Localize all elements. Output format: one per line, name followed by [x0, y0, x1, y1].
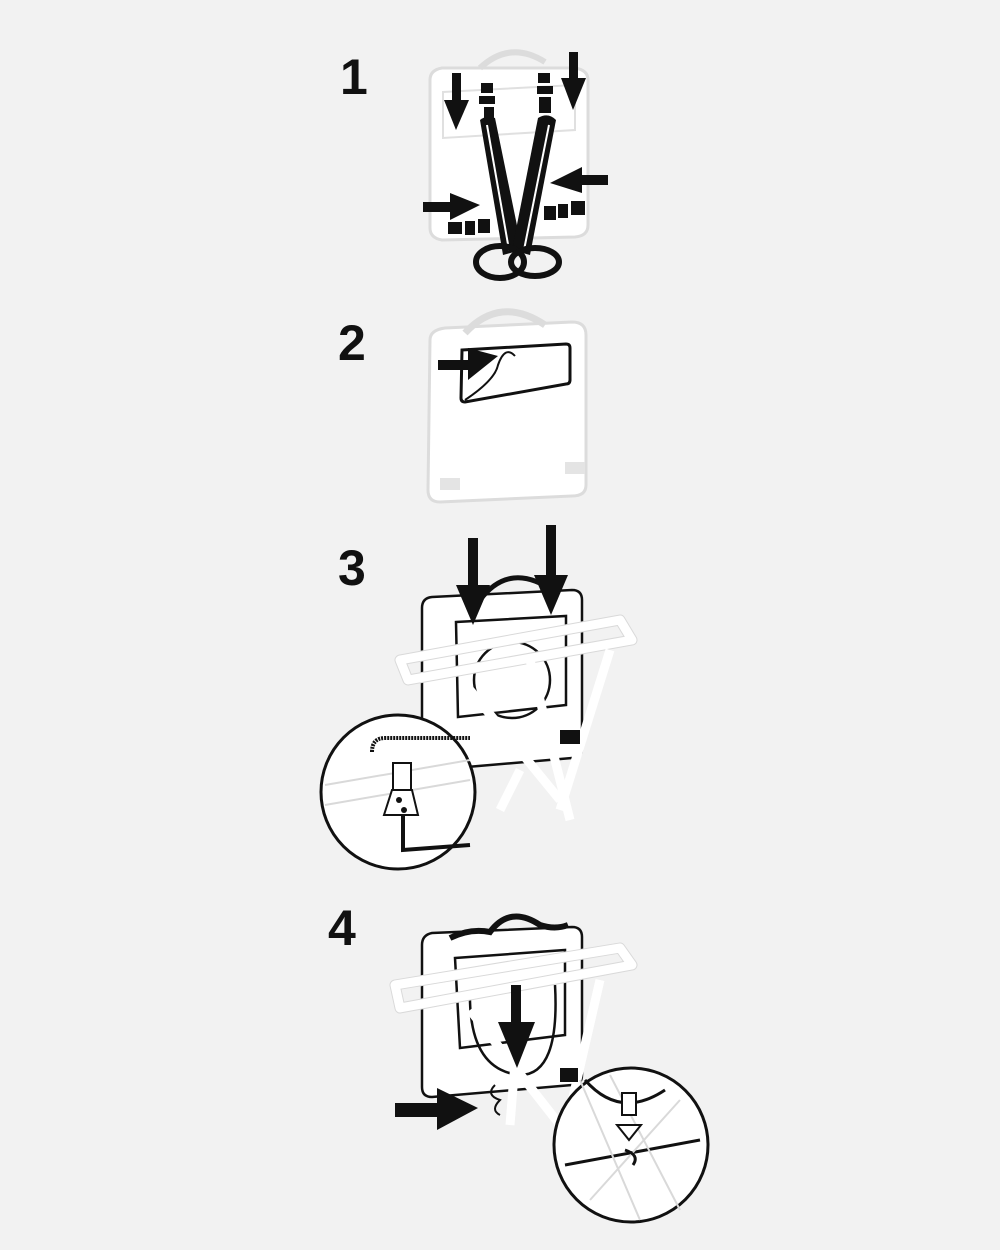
buckle-icon: [479, 73, 553, 121]
arrow-icon: [395, 985, 535, 1130]
magnified-inset: [552, 1066, 710, 1224]
magnified-inset: [319, 713, 477, 871]
step-1-illustration: [423, 49, 608, 281]
step-number: 2: [338, 315, 366, 371]
bike-rack: [394, 614, 638, 822]
step-number: 4: [328, 900, 356, 956]
arrow-icon: [438, 348, 498, 380]
arrow-icon: [456, 525, 568, 625]
arrow-icon: [423, 52, 608, 220]
step-number: 3: [338, 540, 366, 596]
step-3-illustration: [319, 525, 638, 871]
step-number: 1: [340, 49, 368, 105]
step-2-illustration: [426, 308, 588, 504]
